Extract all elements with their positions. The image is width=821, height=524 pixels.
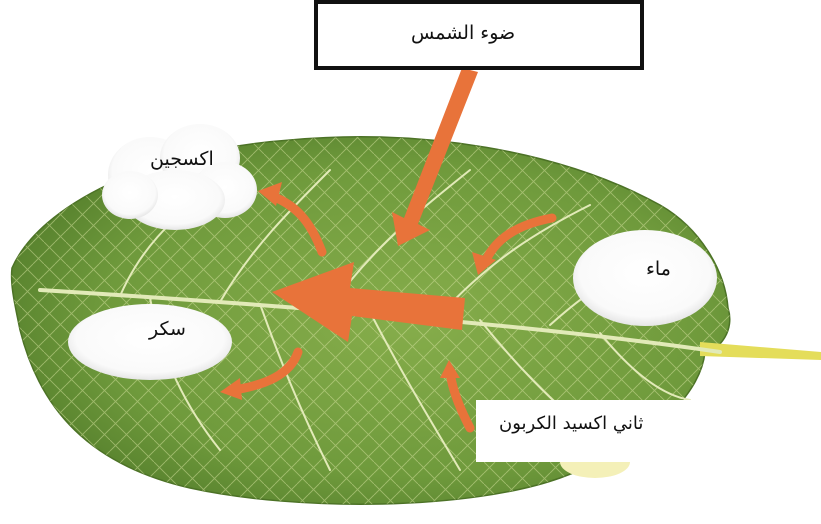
sugar-label: سكر <box>149 318 186 340</box>
oxygen-label: اكسجين <box>150 148 214 170</box>
water-bubble <box>573 230 717 326</box>
sugar-bubble <box>68 304 232 380</box>
oxygen-cloud <box>102 124 257 230</box>
water-label: ماء <box>646 258 671 280</box>
carbon-dioxide-label: ثاني اكسيد الكربون <box>499 413 643 434</box>
sunlight-label: ضوء الشمس <box>411 22 515 44</box>
